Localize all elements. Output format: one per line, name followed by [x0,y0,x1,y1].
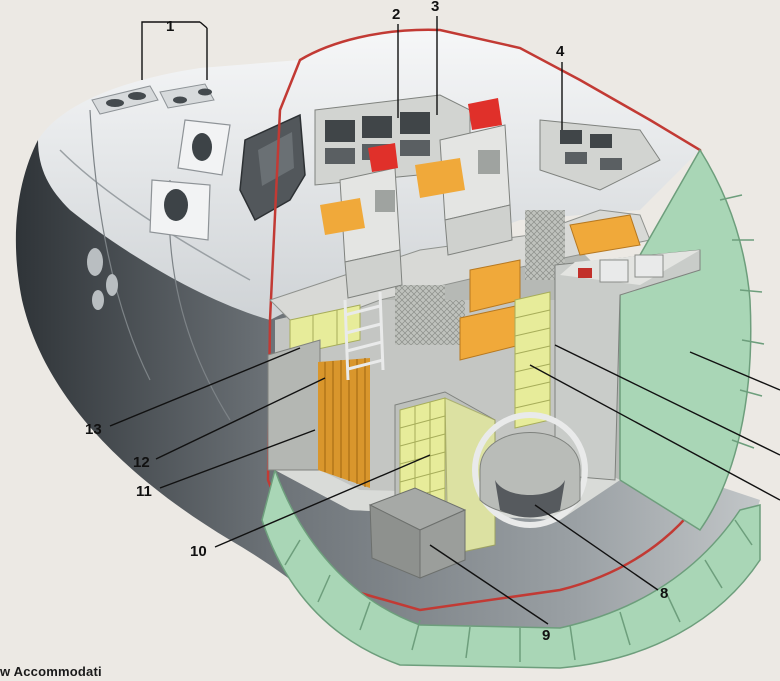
label-13: 13 [85,421,102,438]
mesh-panel [395,285,445,345]
label-4: 4 [556,43,565,60]
aft-console [539,119,661,191]
sleep-partition [267,339,321,471]
label-1: 1 [166,18,174,35]
airlock-hatch [472,412,588,528]
pilot-seat [415,98,513,256]
label-12: 12 [133,454,150,471]
sleep-stations [459,214,641,361]
figure-caption: w Accommodati [0,664,102,679]
ring-ribs [284,194,765,662]
leader-lines [109,16,780,625]
label-2: 2 [392,6,400,23]
side-windows [87,119,231,310]
label-8: 8 [660,585,668,602]
stowage-lockers-left [289,304,361,356]
label-10: 10 [190,543,207,560]
interdeck-ladder [343,291,385,381]
label-3: 3 [431,0,439,15]
aft-bulkhead [619,148,752,532]
roof-hatches [91,83,215,115]
callout-labels: 1 2 3 4 8 9 10 11 12 13 [85,0,668,644]
floor-ring [261,467,761,669]
privacy-curtain [318,358,370,488]
label-11: 11 [136,483,152,500]
stowage-lockers-center [514,291,551,429]
label-9: 9 [542,627,550,644]
commander-seat [320,143,403,299]
